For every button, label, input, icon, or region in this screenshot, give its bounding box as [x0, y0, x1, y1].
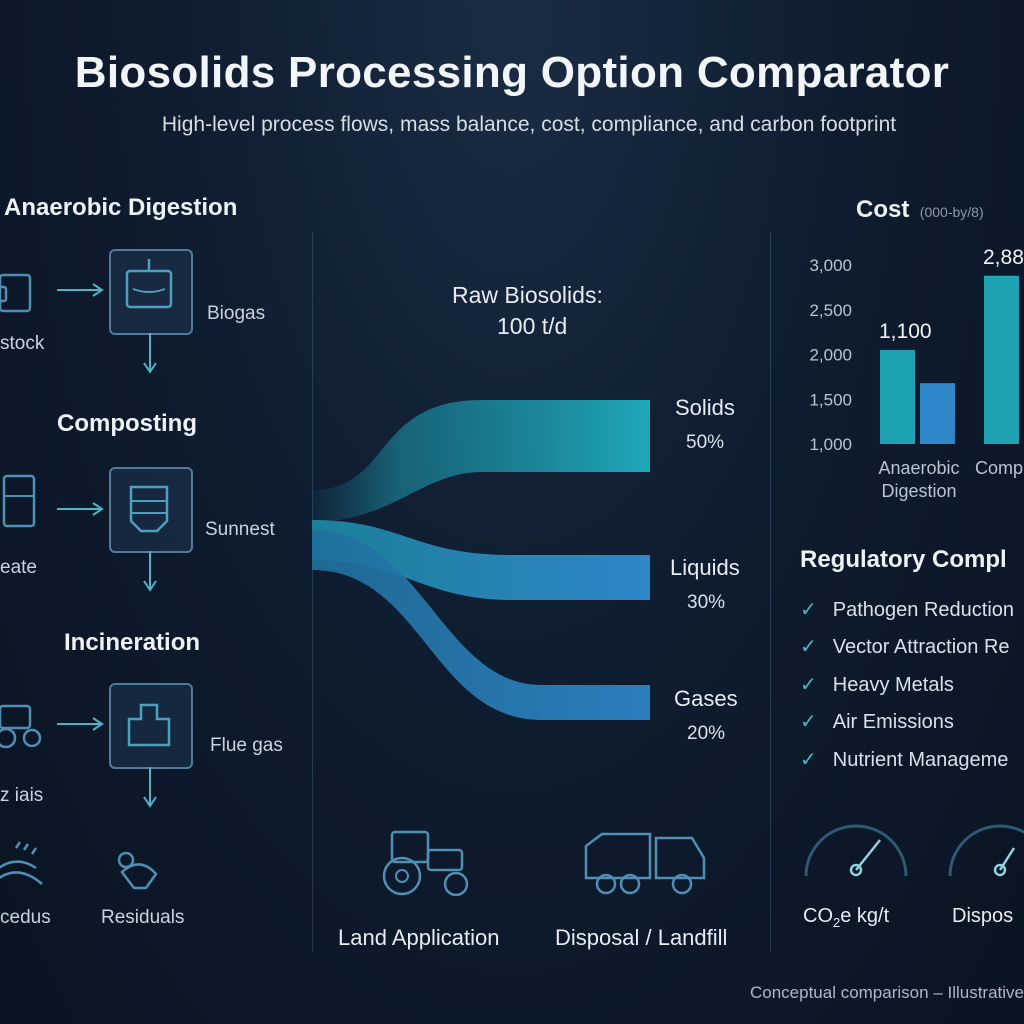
y-tick-label: 2,000 [809, 346, 852, 365]
x-category-label: Digestion [881, 481, 956, 501]
output-label-left: cedus [0, 907, 51, 928]
compliance-item: ✓Nutrient Manageme [800, 749, 1009, 771]
process-title-anaerobic: Anaerobic Digestion [4, 194, 238, 221]
field-icon [0, 841, 43, 885]
composter-icon [129, 485, 169, 533]
composter-box [109, 467, 193, 553]
page-title: Biosolids Processing Option Comparator [74, 48, 950, 97]
feedstock-icon [0, 273, 32, 313]
cost-title: Cost [856, 196, 910, 223]
tractor-small-icon [0, 704, 42, 749]
disposal-gauge-icon [948, 824, 1024, 877]
cost-bar-chart: 3,000 2,500 2,000 1,500 1,000 1,100 2,88Anaero… [809, 246, 1023, 501]
mass-balance-source-value: 100 t/d [497, 313, 568, 339]
check-icon: ✓ [800, 599, 817, 621]
cost-bar [984, 275, 1019, 444]
gauge-label-co2: CO2e kg/t [803, 905, 890, 930]
arrow-right-icon [57, 283, 104, 297]
cost-bar [920, 383, 955, 444]
cost-header: Cost (000-by/8) [856, 196, 984, 224]
tractor-icon [382, 830, 469, 897]
y-tick-label: 3,000 [809, 256, 852, 275]
x-category-label: Anaerobic [878, 458, 959, 478]
footer-note: Conceptual comparison – Illustrative [749, 983, 1024, 1002]
gauge-label-disposal: Dispos [952, 905, 1014, 927]
divider-left [312, 232, 313, 952]
process-input-composting: eate [0, 557, 37, 578]
y-tick-label: 1,500 [809, 390, 852, 409]
process-output-compost: Sunnest [205, 519, 275, 540]
compliance-title: Regulatory Compl [800, 546, 1007, 573]
process-output-biogas: Biogas [207, 303, 266, 324]
stream-name-gases: Gases [674, 686, 738, 711]
bar-data-label: 2,88 [983, 246, 1024, 269]
divider-right [770, 232, 771, 952]
y-tick-label: 1,000 [809, 435, 852, 454]
bin-icon [2, 474, 36, 528]
process-title-incineration: Incineration [64, 629, 201, 656]
stream-name-solids: Solids [675, 395, 735, 420]
stream-percent-solids: 50% [686, 432, 725, 453]
compliance-item: ✓Pathogen Reduction [800, 599, 1015, 621]
x-category-label: Comp [975, 458, 1023, 478]
destination-land-application: Land Application [338, 925, 500, 950]
stream-percent-gases: 20% [687, 723, 726, 744]
compliance-item: ✓Air Emissions [800, 711, 954, 733]
check-icon: ✓ [800, 711, 817, 733]
arrow-down-icon [143, 333, 157, 374]
check-icon: ✓ [800, 749, 817, 771]
co2-gauge-icon [804, 824, 908, 877]
process-output-flue-gas: Flue gas [210, 735, 283, 756]
check-icon: ✓ [800, 674, 817, 696]
stream-name-liquids: Liquids [670, 555, 740, 580]
sankey-diagram [312, 400, 650, 720]
bar-data-label: 1,100 [879, 320, 932, 343]
compliance-item: ✓Heavy Metals [800, 674, 954, 696]
residuals-icon [117, 851, 158, 890]
check-icon: ✓ [800, 636, 817, 658]
destination-disposal-landfill: Disposal / Landfill [555, 925, 728, 950]
mass-balance-source-label: Raw Biosolids: [452, 282, 603, 308]
sankey-flow-gases [312, 530, 650, 720]
incinerator-icon [127, 703, 171, 747]
process-input-incineration: z iais [0, 785, 44, 806]
arrow-down-icon [143, 551, 157, 592]
arrow-right-icon [57, 717, 104, 731]
incinerator-box [109, 683, 193, 769]
y-tick-label: 2,500 [809, 301, 852, 320]
compliance-item: ✓Vector Attraction Re [800, 636, 1010, 658]
stream-percent-liquids: 30% [687, 592, 726, 613]
digester-tank-icon [125, 259, 173, 309]
arrow-down-icon [143, 767, 157, 808]
process-input-feedstock: stock [0, 333, 45, 354]
sankey-flow-liquids [312, 520, 650, 600]
page-subtitle: High-level process flows, mass balance, … [161, 113, 897, 136]
sankey-flow-solids [312, 400, 650, 522]
truck-icon [584, 832, 706, 895]
arrow-right-icon [57, 502, 104, 516]
output-label-residuals: Residuals [101, 907, 185, 928]
process-title-composting: Composting [57, 410, 197, 437]
cost-bar [880, 350, 915, 444]
cost-unit: (000-by/8) [919, 204, 984, 220]
